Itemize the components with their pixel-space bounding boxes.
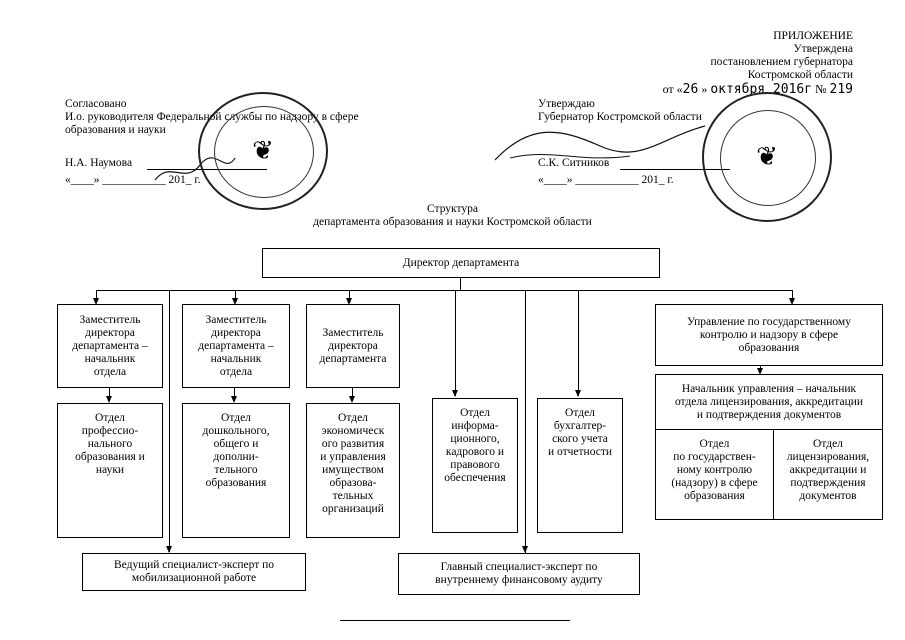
appendix-line2: постановлением губернатора (710, 56, 853, 68)
date-month-year: октября 2016г (710, 82, 813, 97)
agreed-line2: образования и науки (65, 124, 166, 136)
approved-label: Утверждаю (538, 98, 595, 110)
arrow (231, 396, 237, 403)
arrow (349, 396, 355, 403)
appendix-line1: Утверждена (793, 43, 853, 55)
connector (234, 388, 235, 398)
arrow (166, 546, 172, 553)
specialist-mobilization-box: Ведущий специалист-эксперт по мобилизаци… (82, 553, 306, 591)
appendix-date: от «26 » октября 2016г № 219 (662, 82, 853, 97)
department-box-5: Отдел бухгалтер- ского учета и отчетност… (537, 398, 623, 533)
deputy-box-3: Заместитель директора департамента (306, 304, 400, 388)
document-number: 219 (829, 82, 853, 97)
approved-name: С.К. Ситников (538, 157, 610, 169)
department-box-1: Отдел профессио- нального образования и … (57, 403, 163, 538)
date-day: 26 (682, 82, 699, 97)
department-box-2: Отдел дошкольного, общего и дополни- тел… (182, 403, 290, 538)
deputy-box-2: Заместитель директора департамента – нач… (182, 304, 290, 388)
specialist-audit-box: Главный специалист-эксперт по внутреннем… (398, 553, 640, 595)
connector (235, 290, 236, 302)
date-prefix: от « (662, 82, 683, 96)
control-management-box: Управление по государственному контролю … (655, 304, 883, 366)
connector-director (460, 278, 461, 290)
arrow (575, 390, 581, 397)
arrow (106, 396, 112, 403)
eagle-emblem-icon: ❦ (756, 142, 778, 171)
connector (169, 290, 170, 552)
connector (455, 290, 456, 396)
arrow (757, 368, 763, 375)
control-sub-left-box: Отдел по государствен- ному контролю (на… (655, 429, 774, 520)
control-head-box: Начальник управления – начальник отдела … (655, 374, 883, 430)
connector (578, 290, 579, 396)
agreed-label: Согласовано (65, 98, 127, 110)
arrow (232, 298, 238, 305)
connector (109, 388, 110, 398)
connector (525, 290, 526, 553)
arrow (789, 298, 795, 305)
administration-seal: ❦ (702, 92, 832, 222)
agreed-date: «____» ___________ 201_ г. (65, 174, 201, 186)
arrow (93, 298, 99, 305)
number-sign: № (812, 82, 830, 96)
federal-service-seal: ❦ (198, 92, 328, 210)
director-box: Директор департамента (262, 248, 660, 278)
connector (352, 388, 353, 398)
structure-title: Структура (427, 203, 478, 215)
connector (792, 290, 793, 302)
department-box-3: Отдел экономическ ого развития и управле… (306, 403, 400, 538)
bottom-rule (340, 620, 570, 621)
connector (349, 290, 350, 302)
approved-line1: Губернатор Костромской области (538, 111, 702, 123)
agreed-name: Н.А. Наумова (65, 157, 133, 169)
approved-signature-line (620, 169, 730, 170)
connector (96, 290, 97, 302)
signature-right (494, 125, 706, 161)
structure-subtitle: департамента образования и науки Костром… (313, 216, 592, 228)
deputy-box-1: Заместитель директора департамента – нач… (57, 304, 163, 388)
arrow (346, 298, 352, 305)
eagle-emblem-icon: ❦ (252, 136, 274, 165)
arrow (522, 546, 528, 553)
control-sub-right-box: Отдел лицензирования, аккредитации и под… (773, 429, 883, 520)
appendix-title: ПРИЛОЖЕНИЕ (773, 30, 853, 42)
appendix-line3: Костромской области (747, 69, 853, 81)
approved-date: «____» ___________ 201_ г. (538, 174, 674, 186)
date-mid: » (698, 82, 711, 96)
department-box-4: Отдел информа- ционного, кадрового и пра… (432, 398, 518, 533)
arrow (452, 390, 458, 397)
connector-main (96, 290, 792, 291)
